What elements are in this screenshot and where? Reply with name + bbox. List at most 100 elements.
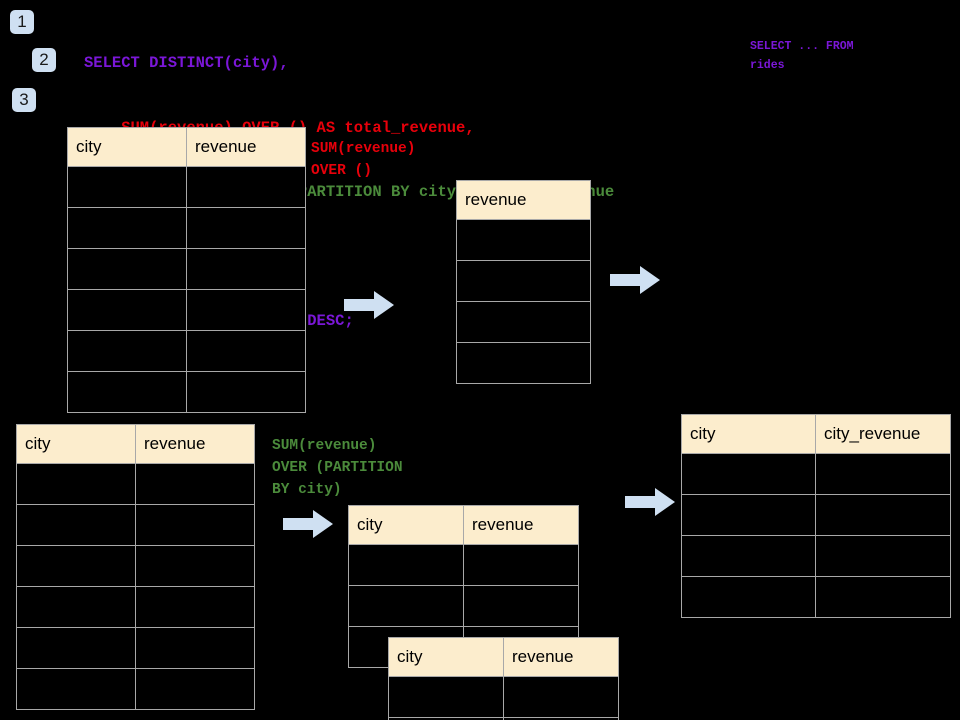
table-row	[16, 668, 255, 710]
cell-revenue	[456, 342, 591, 384]
cell-city	[16, 586, 136, 628]
cell-city	[67, 166, 187, 208]
step-badge-2: 2	[32, 48, 56, 72]
cell-city	[16, 545, 136, 587]
cell-city-revenue	[815, 494, 951, 536]
cell-city-revenue	[815, 576, 951, 618]
table-row	[67, 289, 306, 331]
cell-revenue	[186, 330, 306, 372]
column-header-revenue: revenue	[463, 505, 579, 545]
cell-revenue	[186, 289, 306, 331]
sql-side-note: SELECT ... FROM rides	[750, 40, 854, 72]
cell-revenue	[135, 668, 255, 710]
table-header-row: revenue	[456, 180, 591, 220]
cell-city-revenue	[815, 535, 951, 577]
table-row	[16, 504, 255, 546]
table-header-row: city city_revenue	[681, 414, 951, 454]
table-header-row: city revenue	[67, 127, 306, 167]
table-row	[348, 544, 579, 586]
column-header-city: city	[67, 127, 187, 167]
annotation-total-revenue: SUM(revenue) OVER ()	[311, 141, 416, 179]
cell-city	[67, 330, 187, 372]
cell-revenue	[135, 586, 255, 628]
table-partition-front: city revenue	[388, 637, 619, 720]
table-row	[16, 545, 255, 587]
table-row	[348, 585, 579, 627]
table-result: city city_revenue	[681, 414, 951, 618]
cell-revenue	[186, 248, 306, 290]
column-header-city: city	[681, 414, 816, 454]
cell-revenue	[135, 545, 255, 587]
cell-city	[16, 463, 136, 505]
cell-city	[16, 627, 136, 669]
cell-city	[67, 289, 187, 331]
column-header-revenue: revenue	[135, 424, 255, 464]
table-header-row: city revenue	[388, 637, 619, 677]
column-header-city: city	[16, 424, 136, 464]
cell-city	[67, 371, 187, 413]
column-header-city: city	[388, 637, 504, 677]
column-header-city-revenue: city_revenue	[815, 414, 951, 454]
table-row	[67, 207, 306, 249]
column-header-city: city	[348, 505, 464, 545]
cell-city	[681, 494, 816, 536]
table-row	[456, 219, 591, 261]
column-header-revenue: revenue	[186, 127, 306, 167]
cell-revenue	[135, 463, 255, 505]
step-badge-3: 3	[12, 88, 36, 112]
cell-city	[348, 544, 464, 586]
table-row	[681, 535, 951, 577]
cell-city	[388, 676, 504, 718]
cell-revenue	[463, 585, 579, 627]
cell-revenue	[503, 676, 619, 718]
cell-revenue	[186, 166, 306, 208]
arrow-total-to-result-icon	[610, 266, 660, 294]
annotation-city-revenue: SUM(revenue) OVER (PARTITION BY city)	[272, 438, 403, 498]
cell-revenue	[186, 207, 306, 249]
column-header-revenue: revenue	[456, 180, 591, 220]
table-row	[456, 260, 591, 302]
table-row	[16, 627, 255, 669]
column-header-revenue: revenue	[503, 637, 619, 677]
cell-revenue	[186, 371, 306, 413]
table-rides-bottom: city revenue	[16, 424, 255, 710]
cell-city	[681, 535, 816, 577]
cell-city	[16, 668, 136, 710]
table-row	[67, 330, 306, 372]
table-row	[681, 576, 951, 618]
cell-city	[348, 585, 464, 627]
table-row	[681, 453, 951, 495]
arrow-partition-to-result-icon	[625, 488, 675, 516]
cell-revenue	[456, 219, 591, 261]
cell-city	[67, 248, 187, 290]
table-row	[67, 371, 306, 413]
table-row	[16, 463, 255, 505]
cell-city	[681, 453, 816, 495]
arrow-rides-to-partition-icon	[283, 510, 333, 538]
cell-city	[16, 504, 136, 546]
cell-revenue	[456, 260, 591, 302]
sql-line-1: SELECT DISTINCT(city),	[84, 54, 289, 72]
table-header-row: city revenue	[348, 505, 579, 545]
cell-revenue	[503, 717, 619, 720]
table-header-row: city revenue	[16, 424, 255, 464]
table-row	[681, 494, 951, 536]
table-partition-back: city revenue	[348, 505, 579, 668]
table-total-revenue: revenue	[456, 180, 591, 384]
table-row	[388, 676, 619, 718]
cell-city	[681, 576, 816, 618]
table-row	[67, 248, 306, 290]
table-row	[16, 586, 255, 628]
cell-city-revenue	[815, 453, 951, 495]
cell-city	[67, 207, 187, 249]
cell-revenue	[456, 301, 591, 343]
table-row	[456, 342, 591, 384]
table-row	[456, 301, 591, 343]
table-row	[67, 166, 306, 208]
step-badge-1: 1	[10, 10, 34, 34]
cell-revenue	[135, 504, 255, 546]
cell-revenue	[135, 627, 255, 669]
arrow-rides-to-total-icon	[344, 291, 394, 319]
table-row	[388, 717, 619, 720]
